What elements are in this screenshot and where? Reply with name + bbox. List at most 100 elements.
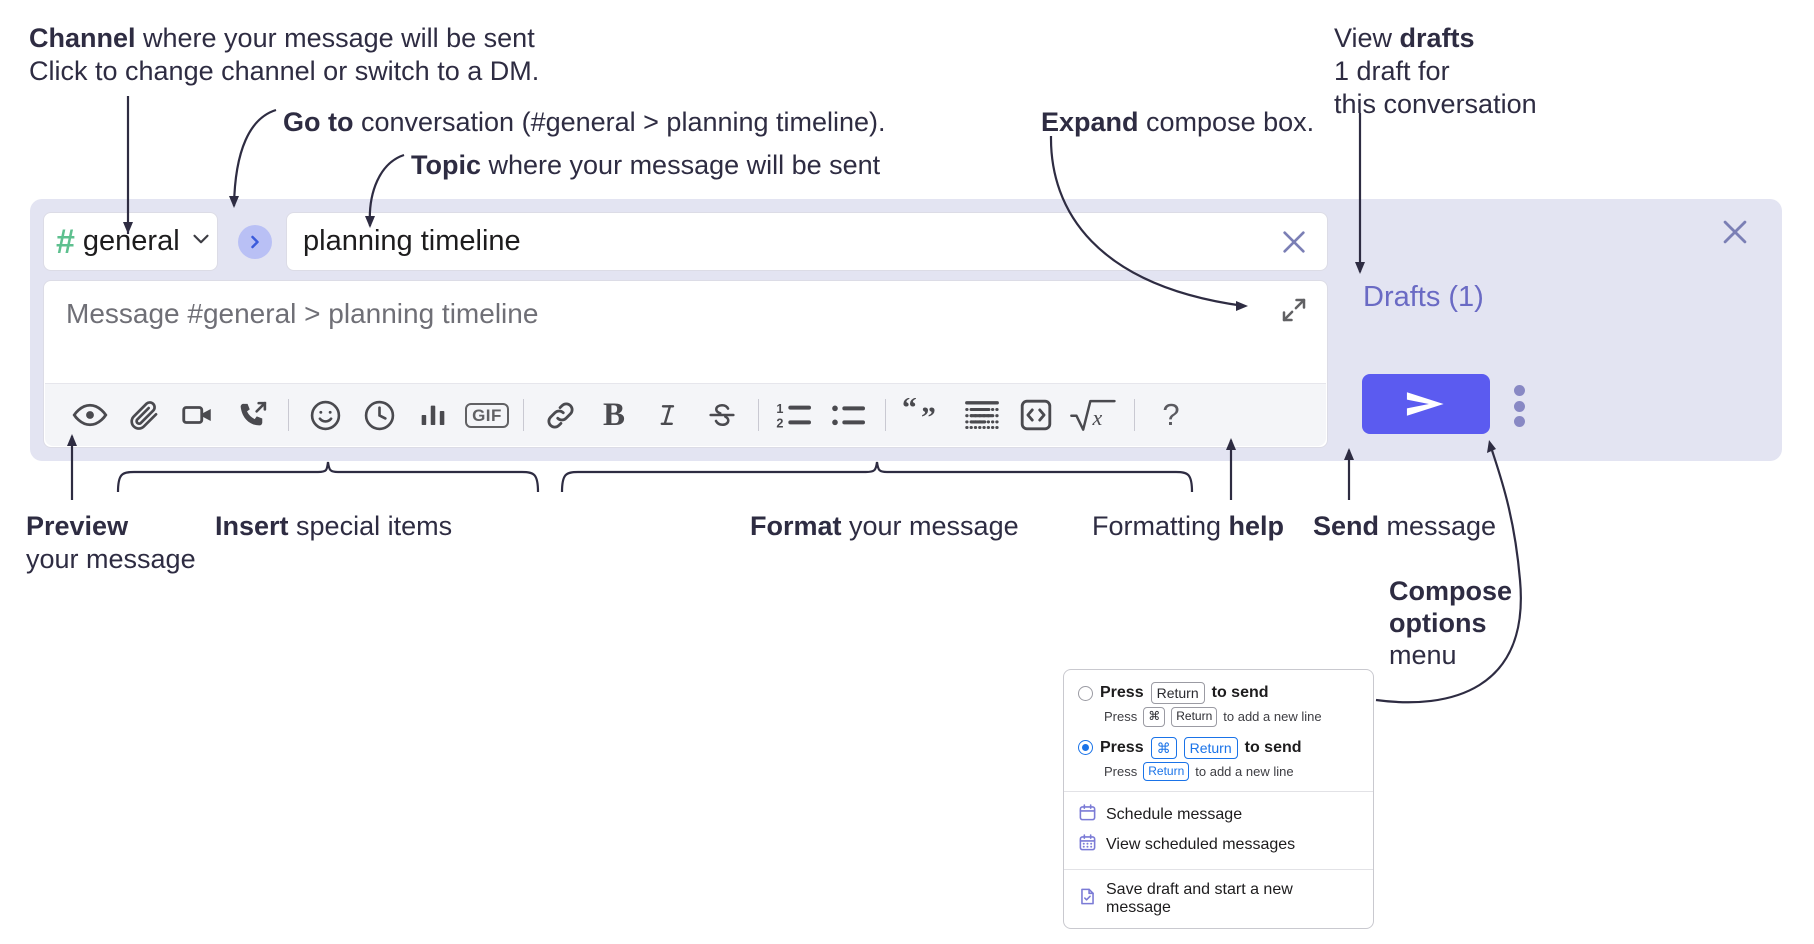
- clock-icon[interactable]: [352, 391, 406, 439]
- save-draft-icon: [1078, 887, 1097, 911]
- expand-icon[interactable]: [1279, 295, 1311, 327]
- annotation-expand: Expand compose box.: [1041, 106, 1314, 139]
- menu-option-cmd-return-to-send[interactable]: Press ⌘ Return to send: [1064, 735, 1373, 761]
- annotation-goto-rest: conversation (#general > planning timeli…: [353, 107, 886, 137]
- help-label: ?: [1162, 397, 1180, 432]
- composer-header-row: # general planning timeline: [43, 212, 1328, 272]
- video-icon[interactable]: [171, 391, 225, 439]
- bold-label: B: [602, 396, 625, 433]
- send-icon: [1406, 392, 1444, 416]
- menu-item-label: Schedule message: [1106, 806, 1243, 824]
- chevron-down-icon: [188, 226, 214, 257]
- send-button[interactable]: [1362, 374, 1490, 434]
- option-press-label: Press: [1100, 684, 1144, 702]
- annotation-send: Send message: [1313, 510, 1496, 543]
- annotation-format-bold: Format: [750, 511, 842, 541]
- drafts-link[interactable]: Drafts (1): [1363, 281, 1484, 313]
- option-press-label: Press: [1100, 738, 1144, 756]
- annotation-compose-bold2: options: [1389, 607, 1487, 638]
- option-tosend-label: to send: [1211, 684, 1269, 702]
- channel-name: general: [82, 225, 180, 257]
- radio-icon-selected[interactable]: [1078, 740, 1093, 756]
- annotation-channel: Channel where your message will be sent …: [29, 22, 539, 88]
- poll-icon[interactable]: [406, 391, 460, 439]
- message-input-box[interactable]: Message #general > planning timeline: [43, 280, 1328, 448]
- menu-item-view-scheduled[interactable]: View scheduled messages: [1064, 830, 1373, 860]
- inline-code-icon[interactable]: [1009, 391, 1063, 439]
- annotation-send-rest: message: [1379, 511, 1497, 541]
- annotation-drafts-sub2: this conversation: [1334, 88, 1537, 119]
- preview-icon[interactable]: [63, 391, 117, 439]
- annotation-insert-rest: special items: [288, 511, 453, 541]
- key-return: Return: [1183, 736, 1238, 759]
- sub-press-label: Press: [1104, 709, 1138, 725]
- math-icon[interactable]: x: [1063, 391, 1125, 439]
- key-cmd: ⌘: [1143, 707, 1166, 727]
- menu-option-return-to-send[interactable]: Press Return to send: [1064, 680, 1373, 706]
- sub-press-label: Press: [1104, 764, 1138, 780]
- topic-value: planning timeline: [303, 225, 521, 257]
- menu-item-schedule-message[interactable]: Schedule message: [1064, 800, 1373, 830]
- composer-right-pane: Drafts (1): [1341, 199, 1782, 461]
- topic-input[interactable]: planning timeline: [286, 212, 1328, 271]
- annotation-insert: Insert special items: [215, 510, 452, 543]
- goto-conversation-button[interactable]: [238, 225, 272, 259]
- hash-icon: #: [56, 222, 75, 261]
- svg-text:x: x: [1092, 405, 1103, 430]
- audio-call-icon[interactable]: [225, 391, 279, 439]
- toolbar-separator: [1134, 399, 1135, 431]
- annotation-channel-rest: where your message will be sent: [135, 23, 535, 53]
- close-icon[interactable]: [1718, 215, 1752, 249]
- compose-options-menu: Press Return to send Press ⌘ Return to a…: [1063, 669, 1374, 930]
- menu-option-return-sub: Press ⌘ Return to add a new line: [1064, 706, 1373, 727]
- annotation-drafts: View drafts 1 draft for this conversatio…: [1334, 22, 1537, 121]
- italic-icon[interactable]: [641, 391, 695, 439]
- kebab-menu-icon[interactable]: [1513, 385, 1525, 427]
- option-tosend-label: to send: [1244, 738, 1302, 756]
- menu-item-label: Save draft and start a new message: [1106, 881, 1293, 917]
- emoji-icon[interactable]: [298, 391, 352, 439]
- annotation-drafts-bold: drafts: [1399, 23, 1475, 53]
- blockquote-icon[interactable]: “ ”: [895, 391, 955, 439]
- close-icon[interactable]: [1277, 225, 1311, 259]
- menu-item-save-draft[interactable]: Save draft and start a new message: [1064, 878, 1373, 920]
- annotation-insert-bold: Insert: [215, 511, 289, 541]
- annotation-topic-rest: where your message will be sent: [481, 150, 881, 180]
- annotation-topic: Topic where your message will be sent: [411, 149, 880, 182]
- gif-icon[interactable]: GIF: [460, 391, 514, 439]
- annotation-goto-bold: Go to: [283, 107, 354, 137]
- annotation-channel-bold: Channel: [29, 23, 136, 53]
- menu-divider: [1064, 869, 1373, 871]
- annotation-format: Format your message: [750, 510, 1019, 543]
- key-cmd: ⌘: [1150, 736, 1177, 759]
- annotation-drafts-sub1: 1 draft for: [1334, 55, 1450, 86]
- bulleted-list-icon[interactable]: [822, 391, 876, 439]
- bold-icon[interactable]: B: [587, 391, 641, 439]
- composer-main-column: # general planning timeline Message #gen…: [43, 212, 1328, 448]
- toolbar-separator: [523, 399, 524, 431]
- svg-text:”: ”: [921, 401, 936, 432]
- channel-selector[interactable]: # general: [43, 212, 218, 271]
- annotation-topic-bold: Topic: [411, 150, 481, 180]
- annotation-help-bold: help: [1228, 511, 1285, 541]
- svg-text:1: 1: [776, 402, 783, 416]
- radio-icon[interactable]: [1078, 685, 1093, 701]
- annotation-goto: Go to conversation (#general > planning …: [283, 106, 886, 139]
- code-block-icon[interactable]: [955, 391, 1009, 439]
- message-composer: # general planning timeline Message #gen…: [30, 199, 1782, 461]
- strikethrough-icon[interactable]: [695, 391, 749, 439]
- link-icon[interactable]: [533, 391, 587, 439]
- annotation-drafts-pre: View: [1334, 23, 1400, 53]
- svg-text:“: “: [902, 398, 917, 425]
- attachment-icon[interactable]: [117, 391, 171, 439]
- ordered-list-icon[interactable]: 1 2: [768, 391, 822, 439]
- calendar-icon: [1078, 803, 1097, 827]
- svg-text:2: 2: [776, 417, 783, 431]
- key-return: Return: [1150, 682, 1205, 705]
- annotation-format-rest: your message: [841, 511, 1019, 541]
- key-return: Return: [1171, 707, 1218, 727]
- annotation-preview-bold: Preview: [26, 511, 129, 541]
- help-icon[interactable]: ?: [1144, 391, 1198, 439]
- annotation-compose-rest: menu: [1389, 639, 1457, 670]
- annotation-formatting-help: Formatting help: [1092, 510, 1284, 543]
